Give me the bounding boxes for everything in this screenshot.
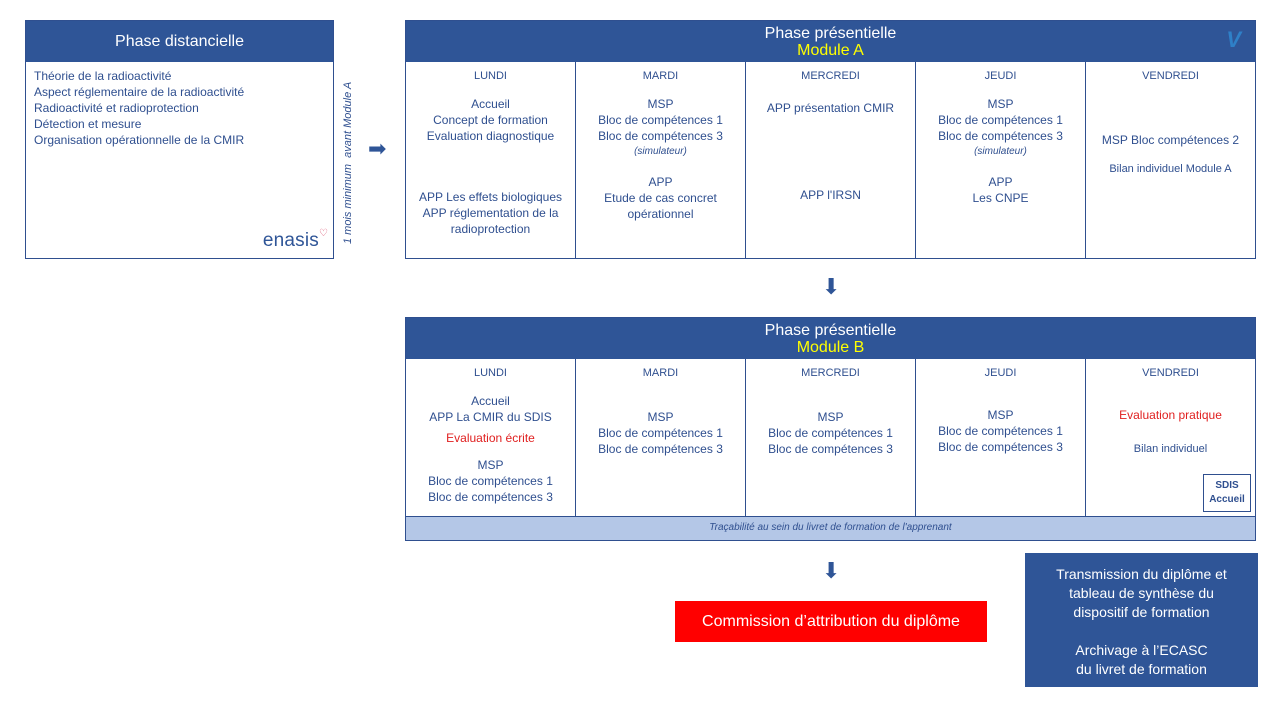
day-label: VENDREDI xyxy=(1142,367,1199,379)
activity: MSP xyxy=(817,410,844,424)
activity: MSP Bloc compétences 2 xyxy=(1101,133,1240,147)
activity: Bilan individuel Module A xyxy=(1109,163,1232,175)
activity: Concept de formation xyxy=(433,113,548,127)
enasis-logo: enasis♡ xyxy=(262,228,328,251)
phase-distancielle-box: Phase distancielle Théorie de la radioac… xyxy=(25,20,334,259)
module-b-day-vendredi: VENDREDI Evaluation pratique Bilan indiv… xyxy=(1086,359,1255,516)
activity: APP Les effets biologiques xyxy=(419,190,562,204)
activity: Bloc de compétences 3 xyxy=(938,129,1063,143)
day-label: JEUDI xyxy=(984,70,1017,82)
evaluation-label: Evaluation écrite xyxy=(446,431,535,445)
module-b-day-jeudi: JEUDI MSP Bloc de compétences 1 Bloc de … xyxy=(916,359,1086,516)
activity: Bloc de compétences 1 xyxy=(938,113,1063,127)
activity: MSP xyxy=(477,458,504,472)
activity: APP présentation CMIR xyxy=(766,101,895,115)
activity: Bloc de compétences 3 xyxy=(428,490,553,504)
module-a-day-lundi: LUNDI Accueil Concept de formation Evalu… xyxy=(406,62,576,259)
activity: Les CNPE xyxy=(972,191,1029,205)
list-item: Théorie de la radioactivité xyxy=(34,69,172,83)
day-label: MARDI xyxy=(642,367,679,379)
activity: Bloc de compétences 1 xyxy=(598,113,723,127)
module-a-day-jeudi: JEUDI MSP Bloc de compétences 1 Bloc de … xyxy=(916,62,1086,259)
commission-box: Commission d’attribution du diplôme xyxy=(675,601,987,642)
list-item: Radioactivité et radioprotection xyxy=(34,101,199,115)
evaluation-label: Evaluation pratique xyxy=(1119,408,1222,422)
list-item: Aspect réglementaire de la radioactivité xyxy=(34,85,245,99)
traceability-footer: Traçabilité au sein du livret de formati… xyxy=(406,516,1255,540)
activity: Accueil xyxy=(471,97,510,111)
activity: Bloc de compétences 3 xyxy=(598,442,723,456)
delay-note: 1 mois minimum avant Module A xyxy=(342,81,354,244)
module-a-day-mardi: MARDI MSP Bloc de compétences 1 Bloc de … xyxy=(576,62,746,259)
activity: Bloc de compétences 3 xyxy=(938,440,1063,454)
list-item: Organisation opérationnelle de la CMIR xyxy=(34,133,245,147)
activity: APP réglementation de la xyxy=(422,206,559,220)
day-label: VENDREDI xyxy=(1142,70,1199,82)
sdis-accueil-badge: SDIS Accueil xyxy=(1203,474,1251,512)
activity: Bloc de compétences 3 xyxy=(768,442,893,456)
simulator-note: (simulateur) xyxy=(974,146,1027,157)
distancielle-topic-list: Théorie de la radioactivité Aspect régle… xyxy=(26,62,333,154)
module-b-day-mercredi: MERCREDI MSP Bloc de compétences 1 Bloc … xyxy=(746,359,916,516)
activity: APP xyxy=(988,175,1013,189)
day-label: MERCREDI xyxy=(801,367,860,379)
activity: Bloc de compétences 3 xyxy=(598,129,723,143)
v-logo-icon: V xyxy=(1226,27,1241,52)
activity: APP xyxy=(648,175,673,189)
activity: Bloc de compétences 1 xyxy=(598,426,723,440)
activity: APP l'IRSN xyxy=(800,188,861,202)
activity: MSP xyxy=(647,97,674,111)
activity: Bloc de compétences 1 xyxy=(768,426,893,440)
module-a-title: Phase présentielle xyxy=(764,25,897,42)
module-a-day-vendredi: VENDREDI MSP Bloc compétences 2 Bilan in… xyxy=(1086,62,1255,259)
simulator-note: (simulateur) xyxy=(634,146,687,157)
module-b-subtitle: Module B xyxy=(796,339,865,356)
activity: Bilan individuel xyxy=(1133,443,1208,455)
module-a-header: Phase présentielle Module A xyxy=(406,21,1255,62)
activity: MSP xyxy=(987,97,1014,111)
module-a-box: Phase présentielle Module A V LUNDI Accu… xyxy=(405,20,1256,259)
module-b-header: Phase présentielle Module B xyxy=(406,318,1255,359)
activity: MSP xyxy=(647,410,674,424)
module-b-title: Phase présentielle xyxy=(764,322,897,339)
activity: Etude de cas concret xyxy=(604,191,717,205)
activity: Bloc de compétences 1 xyxy=(428,474,553,488)
activity: Bloc de compétences 1 xyxy=(938,424,1063,438)
module-b-box: Phase présentielle Module B LUNDI Accuei… xyxy=(405,317,1256,541)
activity: Evaluation diagnostique xyxy=(426,129,555,143)
day-label: JEUDI xyxy=(984,367,1017,379)
phase-distancielle-title: Phase distancielle xyxy=(26,21,333,62)
day-label: LUNDI xyxy=(473,70,507,82)
list-item: Détection et mesure xyxy=(34,117,142,131)
module-b-day-mardi: MARDI MSP Bloc de compétences 1 Bloc de … xyxy=(576,359,746,516)
day-label: LUNDI xyxy=(473,367,507,379)
activity: opérationnel xyxy=(627,207,694,221)
transmission-box: Transmission du diplôme et tableau de sy… xyxy=(1025,553,1258,687)
day-label: MARDI xyxy=(642,70,679,82)
heart-icon: ♡ xyxy=(318,228,328,239)
activity: MSP xyxy=(987,408,1014,422)
module-a-day-mercredi: MERCREDI APP présentation CMIR APP l'IRS… xyxy=(746,62,916,259)
activity: APP La CMIR du SDIS xyxy=(429,410,552,424)
arrow-down-icon: ⬇ xyxy=(822,558,841,583)
arrow-right-icon: ➡ xyxy=(368,136,387,161)
arrow-down-icon: ⬇ xyxy=(822,274,841,299)
activity: radioprotection xyxy=(450,222,531,236)
module-a-subtitle: Module A xyxy=(797,42,864,59)
day-label: MERCREDI xyxy=(801,70,860,82)
module-b-day-lundi: LUNDI Accueil APP La CMIR du SDIS Evalua… xyxy=(406,359,576,516)
activity: Accueil xyxy=(471,394,510,408)
